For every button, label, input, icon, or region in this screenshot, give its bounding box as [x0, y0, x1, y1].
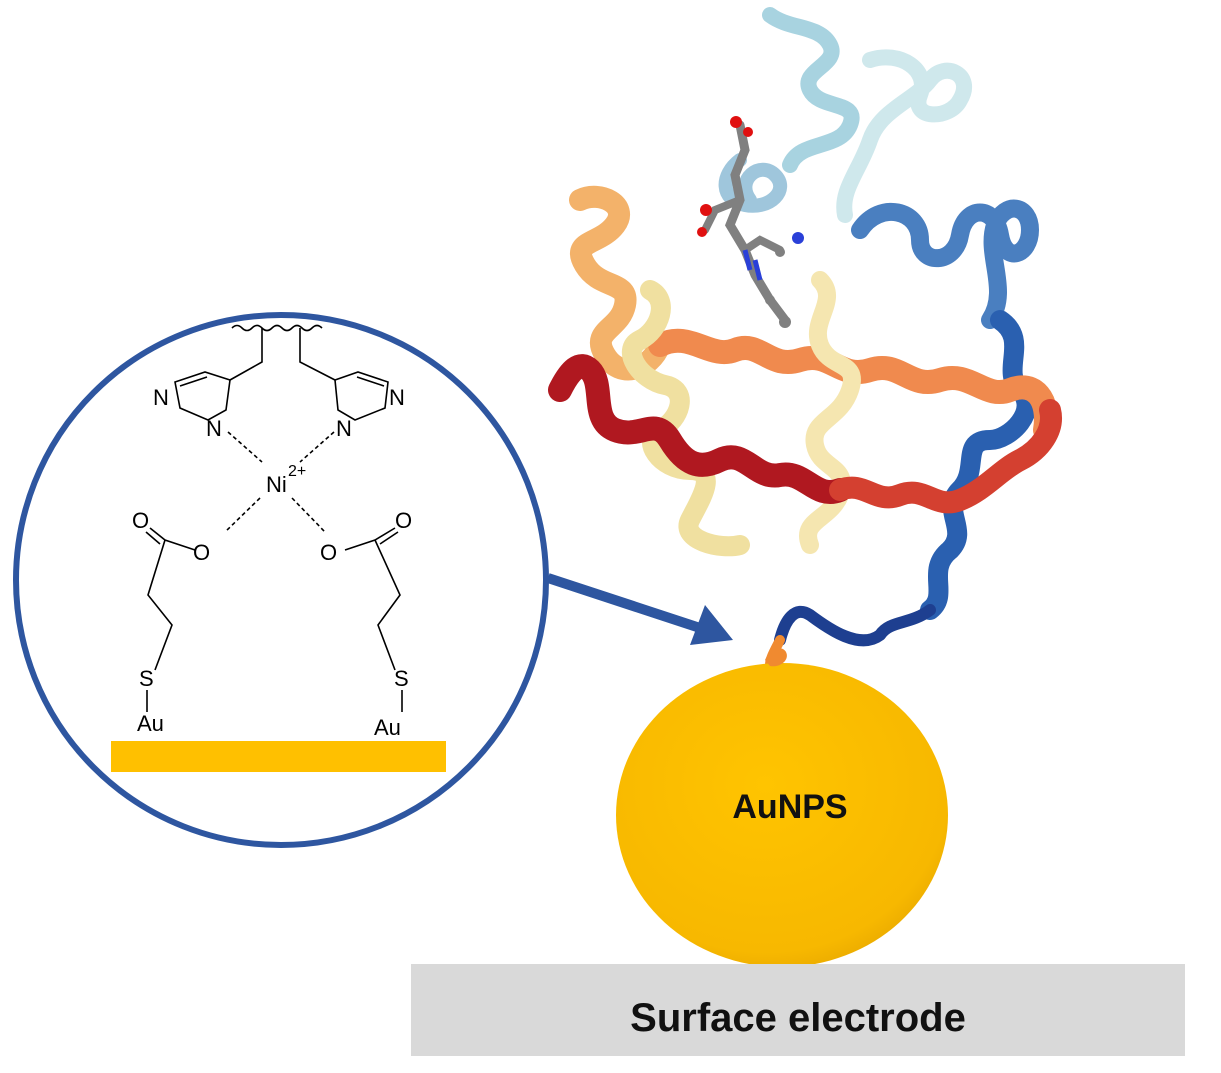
left-linker-bond: [229, 328, 263, 381]
right-linker-bond: [299, 328, 336, 381]
atom-O: O: [395, 508, 412, 533]
oxygen-atom: [697, 227, 707, 237]
left-carbonyl-double: [145, 531, 161, 545]
surface-electrode: [411, 964, 1185, 1056]
right-imidazole-ring: [334, 371, 389, 421]
right-alkyl-chain: [374, 539, 401, 671]
zoom-arrow: [546, 573, 733, 645]
helix-red-right: [829, 399, 1062, 514]
helix-top-right-cyan: [836, 49, 973, 223]
protein-ribbon: [548, 7, 1062, 670]
helix-upper-blue: [718, 153, 788, 213]
atom-Au: Au: [374, 715, 401, 740]
atom-labels: N N N N Ni 2+ O O O O S S Au Au: [132, 385, 412, 740]
gold-surface-bar: [111, 741, 446, 772]
coord-bond-right-O: [291, 497, 326, 533]
helix-bottom-darkblue: [774, 604, 936, 647]
heme-backbone: [724, 120, 790, 325]
atom-O: O: [193, 540, 210, 565]
electrode-label: Surface electrode: [630, 996, 966, 1040]
his-tag-anchor: [765, 648, 787, 667]
helix-cream-right: [799, 271, 861, 554]
metal-ion: Ni: [266, 472, 287, 497]
atom-N: N: [389, 385, 405, 410]
nitrogen-atom: [792, 232, 804, 244]
atom-Au: Au: [137, 711, 164, 736]
metal-charge: 2+: [288, 463, 306, 480]
helix-right-steelblue: [851, 199, 1039, 329]
carbon-atom: [779, 316, 791, 328]
helix-left-orange: [569, 185, 671, 381]
helix-red-left: [548, 354, 852, 504]
coord-bond-left-O: [224, 497, 261, 533]
zoom-circle-outline: [13, 312, 549, 848]
helix-middle-coral: [648, 328, 1058, 442]
atom-O: O: [320, 540, 337, 565]
right-imidazole-double: [356, 376, 385, 387]
gold-nanoparticle: [616, 663, 948, 967]
coord-bond-left-N: [227, 431, 263, 463]
heme-ring-bonds: [742, 249, 763, 281]
atom-S: S: [139, 666, 154, 691]
left-imidazole-ring: [174, 371, 231, 421]
carbon-atom: [775, 247, 785, 257]
chemical-structure: [145, 324, 403, 712]
polymer-backbone: [231, 324, 323, 332]
coord-bond-right-N: [299, 431, 335, 463]
atom-N: N: [336, 416, 352, 441]
atom-O: O: [132, 508, 149, 533]
helix-top-lightblue: [762, 7, 860, 173]
left-alkyl-chain: [147, 539, 173, 671]
carbon-atom: [765, 295, 775, 305]
left-imidazole-double: [179, 376, 208, 387]
right-carbonyl-double: [379, 531, 399, 545]
atom-N: N: [206, 416, 222, 441]
heme-sidechain: [701, 196, 784, 254]
atom-N: N: [153, 385, 169, 410]
nanoparticle-label: AuNPS: [732, 788, 847, 826]
heme-ligand: [697, 116, 804, 328]
oxygen-atom: [700, 204, 712, 216]
atom-S: S: [394, 666, 409, 691]
oxygen-atom: [743, 127, 753, 137]
oxygen-atom: [730, 116, 742, 128]
